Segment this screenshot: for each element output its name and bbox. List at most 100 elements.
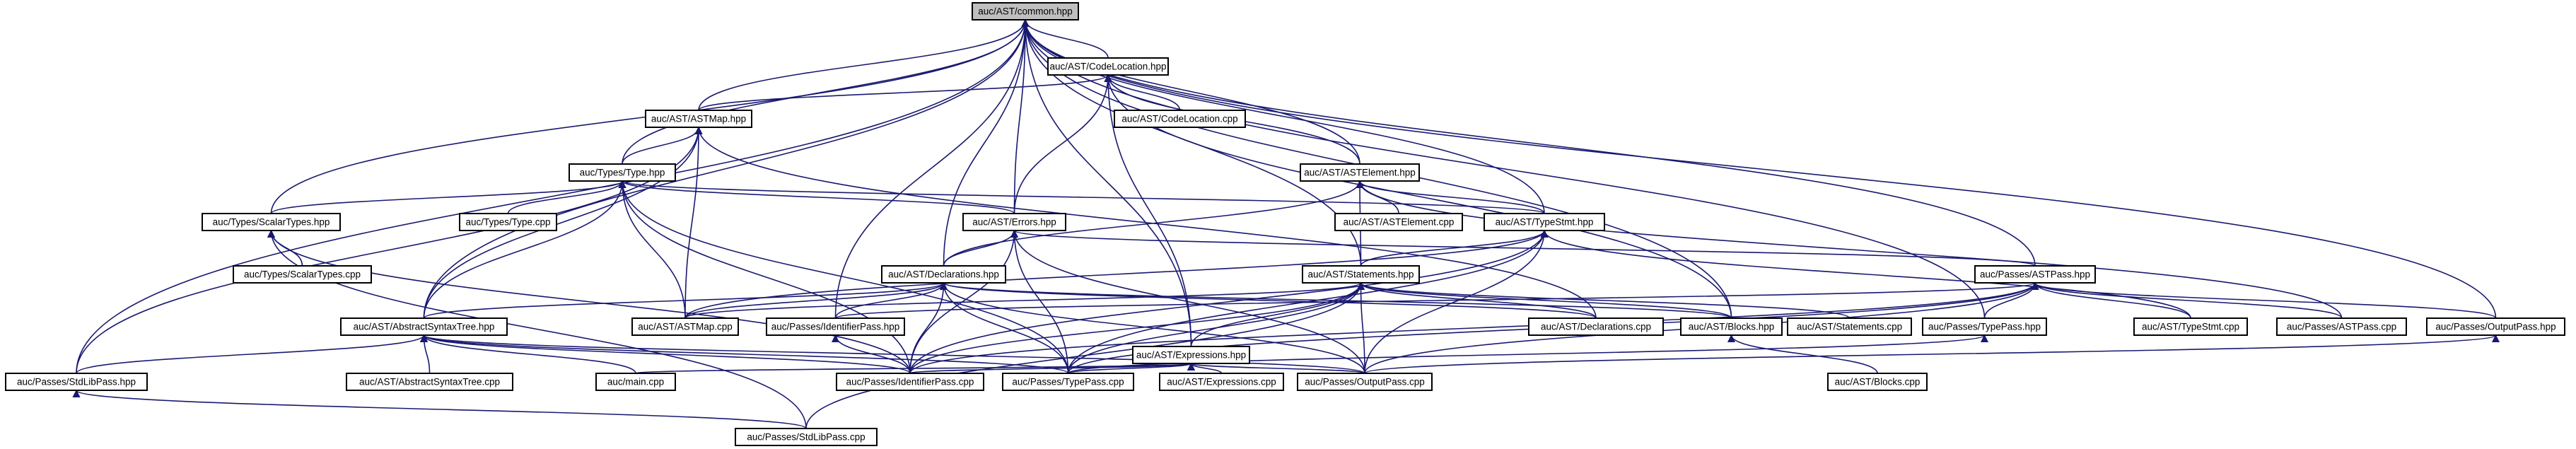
node-label: auc/AST/CodeLocation.hpp — [1049, 62, 1166, 72]
edge-astcpp-to-ast — [419, 334, 431, 374]
edge-declcpp-to-astmap — [694, 126, 1597, 319]
edge-astpass-to-errors — [1010, 229, 2036, 267]
node-label: auc/Passes/OutputPass.hpp — [2435, 322, 2555, 332]
edge-astmapcpp-to-typestmt — [684, 229, 1549, 319]
node-label: auc/AST/Errors.hpp — [972, 217, 1056, 228]
edge-codeloccpp-to-codeloc — [1104, 74, 1181, 111]
file-node-astelemcpp[interactable]: auc/AST/ASTElement.cpp — [1334, 213, 1463, 231]
node-label: auc/AST/Blocks.cpp — [1835, 377, 1921, 387]
node-label: auc/AST/ASTElement.hpp — [1304, 168, 1416, 178]
file-node-astcpp[interactable]: auc/AST/AbstractSyntaxTree.cpp — [346, 373, 513, 391]
file-node-blocks[interactable]: auc/AST/Blocks.hpp — [1680, 317, 1783, 336]
file-node-astmap[interactable]: auc/AST/ASTMap.hpp — [645, 110, 752, 128]
edge-typepasscpp-to-ast — [420, 334, 1069, 374]
edge-astmap-to-common — [698, 18, 1030, 111]
file-node-decl[interactable]: auc/AST/Declarations.hpp — [881, 265, 1006, 284]
file-node-scalarcpp[interactable]: auc/Types/ScalarTypes.cpp — [233, 265, 372, 284]
file-node-typecpp[interactable]: auc/Types/Type.cpp — [459, 213, 557, 231]
file-node-outpass[interactable]: auc/Passes/OutputPass.hpp — [2426, 317, 2565, 336]
node-box — [1787, 317, 1912, 336]
node-box — [1002, 373, 1134, 391]
file-node-codeloc[interactable]: auc/AST/CodeLocation.hpp — [1047, 57, 1169, 76]
file-node-exprscpp[interactable]: auc/AST/Expressions.cpp — [1159, 373, 1284, 391]
edge-typepasscpp-to-stmts — [1067, 281, 1365, 374]
edge-scalar-to-type — [270, 180, 626, 214]
node-box — [1680, 317, 1783, 336]
file-node-astpass[interactable]: auc/Passes/ASTPass.hpp — [1974, 265, 2096, 284]
node-box — [1047, 57, 1169, 76]
edge-typepass-to-common — [1021, 18, 1986, 319]
file-node-codeloccpp[interactable]: auc/AST/CodeLocation.cpp — [1114, 110, 1246, 128]
file-node-scalar[interactable]: auc/Types/ScalarTypes.hpp — [202, 213, 341, 231]
file-node-stmts[interactable]: auc/AST/Statements.hpp — [1302, 265, 1420, 284]
node-box — [1484, 213, 1605, 231]
file-node-stdlib[interactable]: auc/Passes/StdLibPass.hpp — [5, 373, 148, 391]
node-box — [1300, 163, 1420, 182]
node-label: auc/Passes/TypePass.cpp — [1012, 377, 1124, 387]
edge-idpasscpp-to-scalar — [267, 229, 911, 374]
edge-outpasscpp-to-outpass — [1364, 334, 2500, 374]
file-node-common[interactable]: auc/AST/common.hpp — [972, 2, 1079, 21]
node-label: auc/Types/Type.hpp — [580, 168, 665, 178]
file-node-astpasscpp[interactable]: auc/Passes/ASTPass.cpp — [2276, 317, 2407, 336]
node-box — [962, 213, 1066, 231]
node-box — [2133, 317, 2248, 336]
edge-blockscpp-to-blocks — [1727, 334, 1878, 374]
node-label: auc/AST/TypeStmt.cpp — [2142, 322, 2239, 332]
edge-astmapcpp-to-type — [618, 180, 686, 319]
node-label: auc/AST/Statements.hpp — [1307, 269, 1414, 280]
file-node-stmtscpp[interactable]: auc/AST/Statements.cpp — [1787, 317, 1912, 336]
file-node-typestmt[interactable]: auc/AST/TypeStmt.hpp — [1484, 213, 1605, 231]
edge-outpasscpp-to-errors — [1010, 229, 1365, 374]
node-box — [5, 373, 148, 391]
node-label: auc/AST/AbstractSyntaxTree.cpp — [359, 377, 500, 387]
node-label: auc/Types/Type.cpp — [465, 217, 550, 228]
edge-idpasscpp-to-ast — [420, 334, 911, 374]
edge-idpasscpp-to-decl — [909, 281, 948, 374]
node-label: auc/Passes/ASTPass.cpp — [2287, 322, 2396, 332]
node-box — [1297, 373, 1433, 391]
file-node-typepass[interactable]: auc/Passes/TypePass.hpp — [1922, 317, 2047, 336]
edge-astpasscpp-to-astpass — [2031, 281, 2343, 319]
file-node-errors[interactable]: auc/AST/Errors.hpp — [962, 213, 1066, 231]
file-node-idpass[interactable]: auc/Passes/IdentifierPass.hpp — [766, 317, 905, 336]
file-node-idpasscpp[interactable]: auc/Passes/IdentifierPass.cpp — [836, 373, 984, 391]
file-node-astmapcpp[interactable]: auc/AST/ASTMap.cpp — [631, 317, 739, 336]
edge-idpasscpp-to-stmts — [909, 281, 1365, 374]
file-node-blockscpp[interactable]: auc/AST/Blocks.cpp — [1827, 373, 1928, 391]
file-node-type[interactable]: auc/Types/Type.hpp — [569, 163, 676, 182]
file-node-stdlibcpp[interactable]: auc/Passes/StdLibPass.cpp — [735, 428, 878, 446]
file-node-typepasscpp[interactable]: auc/Passes/TypePass.cpp — [1002, 373, 1134, 391]
node-label: auc/AST/Expressions.cpp — [1167, 377, 1276, 387]
edge-blocks-to-stmts — [1357, 281, 1732, 319]
edge-stdlib-to-common — [76, 18, 1030, 374]
edge-idpass-to-decl — [834, 281, 948, 319]
node-label: auc/AST/ASTMap.hpp — [651, 114, 746, 124]
file-node-ast[interactable]: auc/AST/AbstractSyntaxTree.hpp — [340, 317, 508, 336]
edge-stdlibcpp-to-stdlib — [72, 389, 807, 429]
file-node-outpasscpp[interactable]: auc/Passes/OutputPass.cpp — [1297, 373, 1433, 391]
node-box — [1827, 373, 1928, 391]
file-node-typestmtcpp[interactable]: auc/AST/TypeStmt.cpp — [2133, 317, 2248, 336]
dependency-edges — [72, 18, 2500, 429]
edge-ast-to-type — [423, 180, 626, 319]
node-label: auc/Passes/TypePass.hpp — [1928, 322, 2041, 332]
node-label: auc/AST/Declarations.hpp — [888, 269, 999, 280]
file-node-exprs[interactable]: auc/AST/Expressions.hpp — [1132, 346, 1250, 364]
edge-decl-to-common — [943, 18, 1030, 267]
node-box — [766, 317, 905, 336]
edge-outpasscpp-to-ast — [420, 334, 1365, 374]
edge-typestmt-to-common — [1021, 18, 1545, 214]
edge-idpasscpp-to-idpass — [831, 334, 911, 374]
edge-errors-to-codeloc — [1013, 74, 1112, 214]
edge-declcpp-to-stmts — [1357, 281, 1597, 319]
edge-exprs-to-codeloc — [1104, 74, 1192, 347]
node-box — [1974, 265, 2096, 284]
file-node-maincpp[interactable]: auc/main.cpp — [595, 373, 676, 391]
node-box — [1114, 110, 1246, 128]
file-node-declcpp[interactable]: auc/AST/Declarations.cpp — [1528, 317, 1664, 336]
node-label: auc/AST/TypeStmt.hpp — [1496, 217, 1594, 228]
node-box — [1159, 373, 1284, 391]
file-node-astelem[interactable]: auc/AST/ASTElement.hpp — [1300, 163, 1420, 182]
edge-idpass-to-astpass — [834, 281, 2039, 319]
